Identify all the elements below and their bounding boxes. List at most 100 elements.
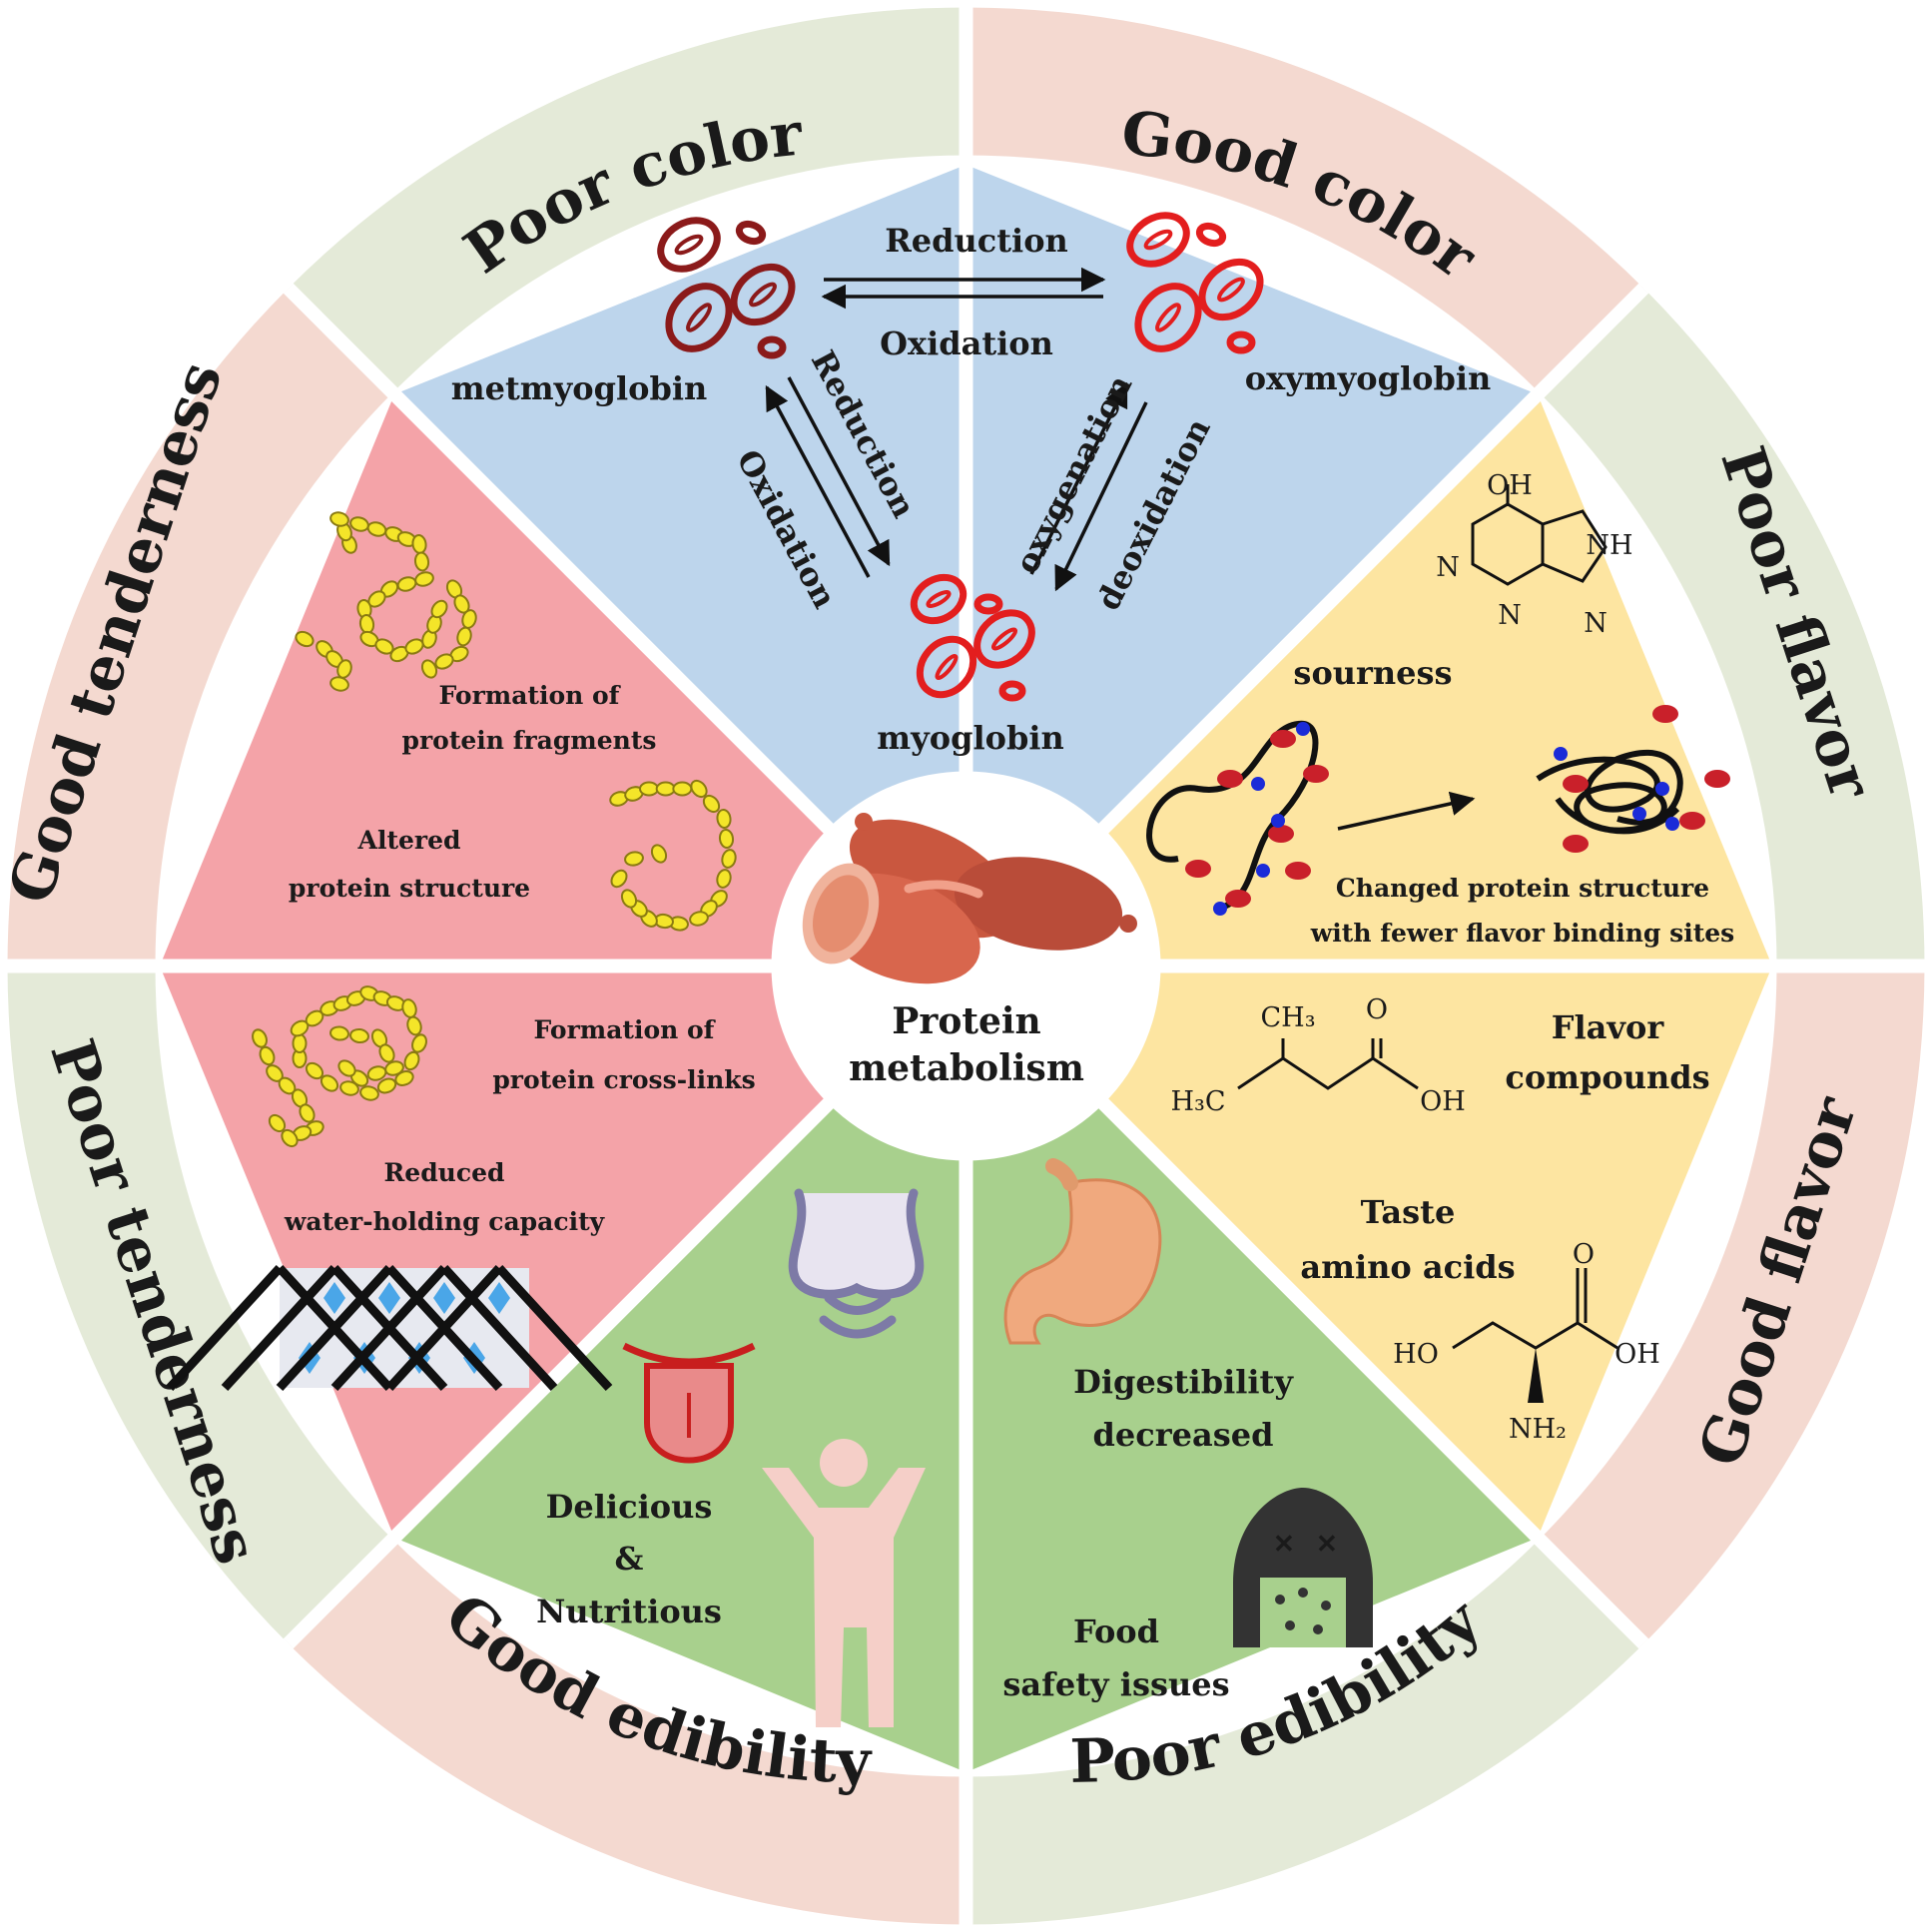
color-arrows bbox=[765, 267, 1148, 592]
label-delicious-3: Nutritious bbox=[536, 1593, 722, 1630]
protein-strand-icon bbox=[1146, 720, 1319, 912]
label-ho: HO bbox=[1393, 1339, 1439, 1370]
protein-bead bbox=[305, 1009, 324, 1027]
serine-wedge-icon bbox=[1528, 1348, 1544, 1403]
protein-bead bbox=[329, 676, 349, 692]
label-top-oxidation: Oxidation bbox=[880, 324, 1053, 362]
protein-bead bbox=[252, 1028, 268, 1048]
label-changed-2: with fewer flavor binding sites bbox=[1310, 919, 1734, 948]
lattice-line bbox=[440, 1264, 558, 1392]
label-taste-2: amino acids bbox=[1300, 1248, 1515, 1286]
label-oh-serine: OH bbox=[1614, 1339, 1660, 1370]
center-label-metabolism: metabolism bbox=[849, 1047, 1084, 1089]
label-digest-1: Digestibility bbox=[1073, 1363, 1294, 1401]
protein-bead bbox=[413, 551, 430, 572]
label-oh-acid: OH bbox=[1420, 1086, 1466, 1117]
label-changed-1: Changed protein structure bbox=[1336, 874, 1709, 903]
protein-bead bbox=[430, 599, 448, 619]
lattice-line bbox=[276, 1264, 393, 1392]
protein-bead bbox=[299, 1103, 316, 1123]
label-n-right: N bbox=[1584, 608, 1608, 639]
protein-bead bbox=[329, 511, 349, 527]
label-myoglobin: myoglobin bbox=[877, 719, 1063, 757]
tongue-icon bbox=[622, 1342, 756, 1464]
label-water-2: water-holding capacity bbox=[284, 1207, 606, 1236]
protein-bead bbox=[403, 1050, 420, 1071]
water-drop-icon bbox=[378, 1282, 400, 1314]
person-icon bbox=[762, 1439, 926, 1727]
protein-bead bbox=[320, 1074, 339, 1092]
sausage-icon bbox=[802, 813, 1137, 984]
stomach-icon bbox=[1003, 1158, 1162, 1345]
lattice-line bbox=[385, 1264, 503, 1392]
edibility-section: Delicious & Nutritious Digestibility dec… bbox=[536, 1158, 1373, 1727]
water-drop-icon bbox=[488, 1282, 510, 1314]
protein-bead bbox=[620, 889, 638, 909]
lattice-line bbox=[221, 1264, 338, 1392]
water-lattice-icon bbox=[166, 1264, 613, 1392]
protein-bead bbox=[259, 1045, 276, 1066]
metmyoglobin-cells-icon bbox=[657, 217, 796, 359]
protein-bead bbox=[359, 1085, 379, 1101]
label-sourness: sourness bbox=[1293, 654, 1452, 692]
label-crosslinks-2: protein cross-links bbox=[492, 1065, 755, 1094]
protein-bead bbox=[339, 1080, 359, 1096]
protein-bead bbox=[702, 794, 721, 814]
label-nh: NH bbox=[1586, 530, 1632, 561]
label-metmyoglobin: metmyoglobin bbox=[451, 369, 707, 407]
protein-bead bbox=[378, 1043, 395, 1063]
label-delicious-2: & bbox=[615, 1540, 644, 1578]
protein-bead bbox=[411, 1033, 427, 1053]
label-altered-2: protein structure bbox=[289, 874, 530, 903]
label-oxymyoglobin: oxymyoglobin bbox=[1245, 359, 1491, 397]
protein-bead bbox=[689, 911, 709, 927]
protein-bead bbox=[268, 1113, 287, 1133]
sick-face-icon: ✕ ✕ bbox=[1233, 1488, 1373, 1647]
quadrant-tenderness-bottom bbox=[160, 966, 966, 1538]
quadrant-flavor-top bbox=[966, 394, 1772, 966]
label-nh2: NH₂ bbox=[1509, 1414, 1567, 1445]
protein-bead bbox=[349, 1027, 369, 1044]
flavor-binding-sites-icon bbox=[1185, 722, 1329, 916]
label-h3c: H₃C bbox=[1170, 1086, 1225, 1117]
protein-bead bbox=[295, 630, 315, 648]
label-fragments-2: protein fragments bbox=[402, 726, 657, 755]
label-safety-1: Food bbox=[1073, 1612, 1159, 1650]
label-flavor-1: Flavor bbox=[1552, 1008, 1665, 1046]
quadrant-tenderness-top bbox=[160, 394, 966, 966]
flavor-section: OH NH N N N sourness Changed protein str… bbox=[1146, 470, 1734, 1445]
flavor-arrow bbox=[1337, 791, 1476, 831]
water-drop-icon bbox=[323, 1282, 345, 1314]
protein-bead bbox=[650, 844, 668, 864]
label-altered-1: Altered bbox=[357, 826, 461, 855]
lattice-line bbox=[495, 1264, 613, 1392]
protein-bead bbox=[655, 781, 676, 797]
protein-bead bbox=[420, 659, 438, 679]
protein-bead bbox=[292, 1033, 308, 1053]
protein-bead bbox=[305, 1061, 324, 1080]
protein-bead bbox=[329, 1025, 349, 1041]
label-ch3: CH₃ bbox=[1260, 1002, 1315, 1033]
protein-bead bbox=[718, 829, 735, 849]
quadrant-edibility-right bbox=[966, 966, 1538, 1772]
label-oh-top: OH bbox=[1487, 470, 1533, 501]
quadrant-flavor-bottom bbox=[966, 966, 1772, 1538]
label-o-serine: O bbox=[1573, 1239, 1595, 1270]
svg-text:✕: ✕ bbox=[1316, 1530, 1338, 1560]
label-digest-2: decreased bbox=[1093, 1416, 1274, 1454]
label-n-bottom: N bbox=[1498, 600, 1522, 631]
label-water-1: Reduced bbox=[384, 1158, 505, 1187]
label-n-left: N bbox=[1436, 552, 1460, 583]
protein-bead bbox=[716, 869, 732, 889]
protein-bead bbox=[376, 1077, 397, 1094]
label-o-top: O bbox=[1366, 994, 1388, 1025]
myoglobin-cells-icon bbox=[910, 573, 1035, 702]
nose-icon bbox=[788, 1188, 925, 1339]
protein-bead bbox=[337, 1059, 356, 1077]
svg-text:✕: ✕ bbox=[1273, 1530, 1295, 1560]
protein-bead bbox=[456, 626, 472, 647]
isovaleric-acid-icon bbox=[1237, 1038, 1419, 1090]
protein-bead bbox=[639, 781, 659, 797]
lattice-line bbox=[330, 1264, 448, 1392]
